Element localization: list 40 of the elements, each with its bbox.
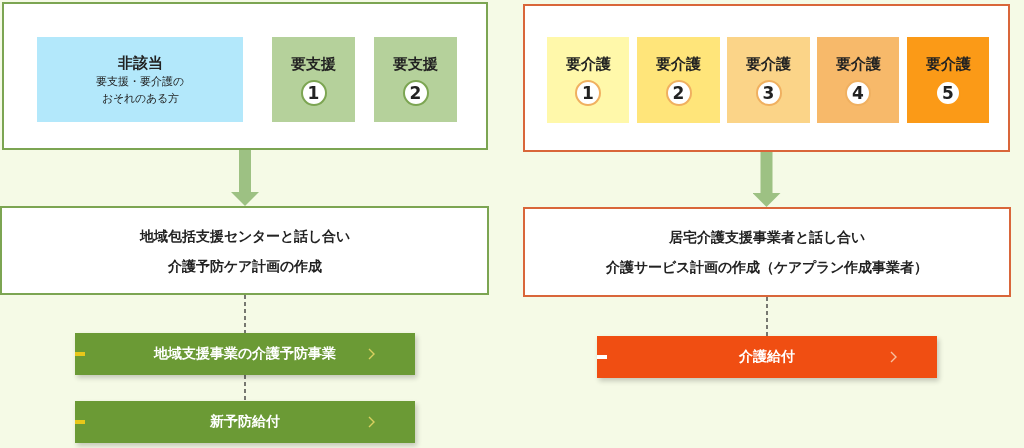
level-box: [907, 37, 989, 123]
connector-line: [244, 294, 246, 334]
level-label: 要支援: [393, 53, 438, 74]
group-panel: [523, 4, 1010, 152]
arrow: [752, 152, 781, 207]
level-box: [547, 37, 629, 123]
category-label: 非該当: [117, 52, 163, 73]
program-button: 地域支援事業の介護予防事業: [75, 333, 415, 375]
arrow: [231, 150, 259, 206]
level-box: [272, 37, 355, 122]
description-text: 要支援・要介護のおそれのある方: [95, 73, 185, 107]
level-box: [637, 37, 720, 123]
number-badge: 5: [935, 80, 961, 106]
plan-box: [523, 207, 1011, 297]
number-badge: 4: [845, 80, 871, 106]
level-label: 要介護: [835, 54, 881, 74]
group-panel: [2, 2, 488, 150]
plan-text: 地域包括支援センターと話し合い: [139, 226, 350, 246]
connector-line: [244, 374, 246, 402]
level-label: 要介護: [746, 54, 791, 74]
connector-line: [766, 296, 768, 337]
program-button: 新予防給付: [75, 401, 415, 443]
level-label: 要介護: [925, 54, 971, 74]
level-label: 要介護: [565, 54, 611, 74]
plan-text: 介護予防ケア計画の作成: [167, 256, 322, 276]
number-badge: 2: [402, 79, 429, 106]
plan-text: 介護サービス計画の作成（ケアプラン作成事業者）: [606, 258, 928, 277]
level-label: 要介護: [656, 54, 701, 74]
level-label: 要支援: [291, 53, 336, 74]
category-box: [37, 37, 243, 122]
number-badge: 3: [755, 80, 782, 106]
number-badge: 2: [665, 80, 692, 106]
level-box: [727, 37, 810, 123]
plan-box: [0, 206, 489, 295]
number-badge: 1: [300, 79, 327, 106]
plan-text: 居宅介護支援事業者と話し合い: [669, 228, 865, 247]
level-box: [374, 37, 457, 122]
number-badge: 1: [575, 80, 601, 106]
program-button: 介護給付: [597, 336, 937, 378]
level-box: [817, 37, 899, 123]
